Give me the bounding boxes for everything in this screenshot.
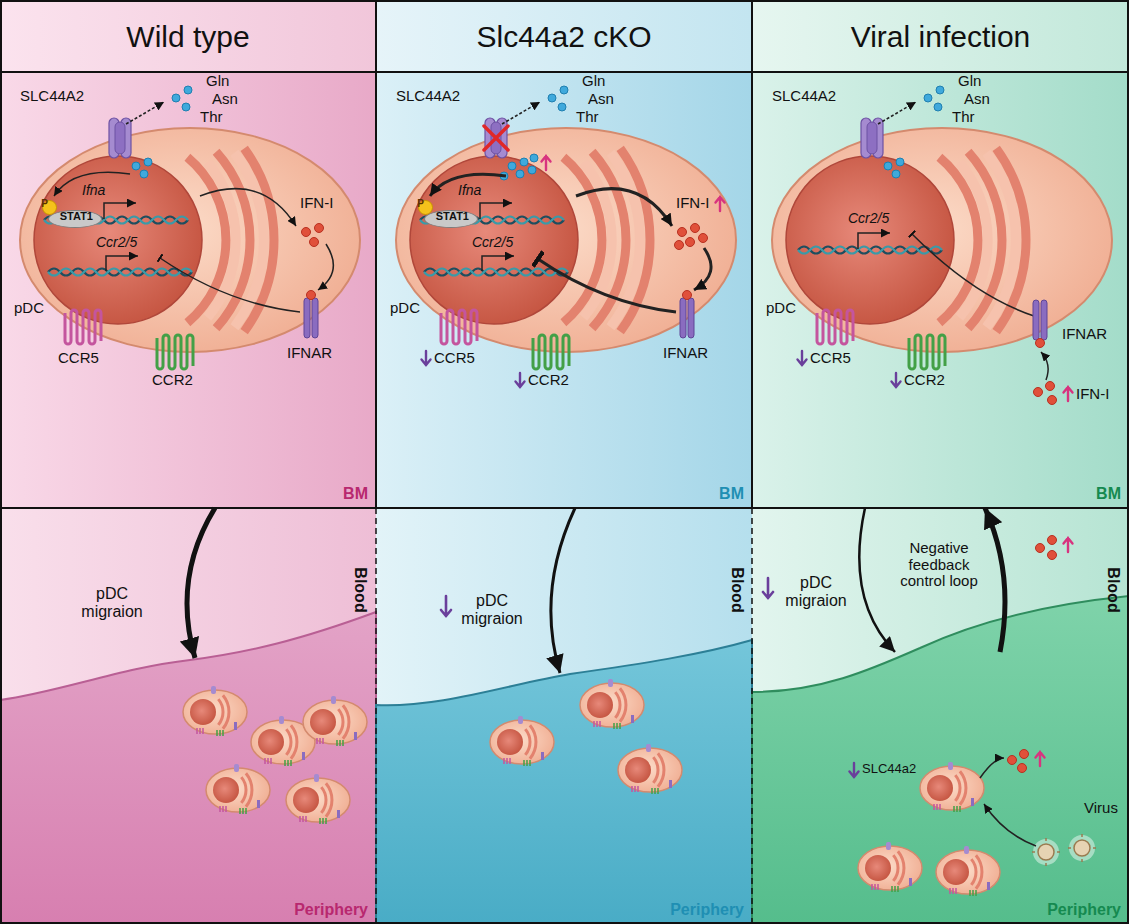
molecule-label: Ccr2/5 [848, 211, 889, 226]
molecule-label: CCR2 [904, 372, 945, 389]
periphery-tissue: Periphery [752, 652, 1129, 924]
panel-header: Slc44a2 cKO [376, 0, 752, 72]
phospho-circle: P [42, 200, 57, 215]
molecule-label: Gln [206, 73, 229, 90]
molecule-label: SLC44a2 [862, 762, 916, 776]
molecule-label: CCR5 [810, 350, 851, 367]
migration-arrow [551, 508, 575, 673]
periphery-tissue: Periphery [376, 673, 752, 924]
molecule-label: Ccr2/5 [96, 235, 137, 250]
molecule-label: Ifna [458, 183, 481, 198]
migration-arrow [859, 508, 895, 652]
panel-title: Wild type [126, 20, 249, 53]
region-label: BM [1096, 485, 1121, 503]
molecule-label: SLC44A2 [20, 88, 84, 105]
molecule-label: Asn [588, 91, 614, 108]
edge-label: Negative feedback control loop [885, 540, 993, 590]
bone-marrow-panel: BM STAT1 P [376, 72, 752, 508]
molecule-label: IFN-I [676, 195, 709, 212]
molecule-label: Gln [958, 73, 981, 90]
phospho-label: P [41, 199, 48, 209]
molecule-label: pDC [14, 300, 44, 317]
edge-label: pDC migraion [776, 574, 856, 609]
phospho-circle: P [418, 200, 433, 215]
protein-label: STAT1 [436, 211, 469, 222]
molecule-label: IFNAR [287, 345, 332, 362]
panel-title: Slc44a2 cKO [476, 20, 651, 53]
molecule-label: Gln [582, 73, 605, 90]
compartment-label: Blood [728, 567, 746, 612]
molecule-label: Ifna [82, 183, 105, 198]
molecule-label: Asn [964, 91, 990, 108]
periphery-tissue: Periphery [0, 658, 376, 924]
region-label: BM [343, 485, 368, 503]
stat1-oval: STAT1 [424, 210, 478, 228]
molecule-label: CCR2 [152, 372, 193, 389]
molecule-label: Asn [212, 91, 238, 108]
molecule-label: CCR5 [434, 350, 475, 367]
panel-header: Wild type [0, 0, 376, 72]
molecule-label: CCR5 [58, 350, 99, 367]
molecule-label: CCR2 [528, 372, 569, 389]
molecule-label: pDC [390, 300, 420, 317]
panel-title: Viral infection [851, 20, 1031, 53]
region-label: Periphery [1047, 901, 1121, 919]
stat1-oval: STAT1 [48, 210, 102, 228]
phospho-label: P [417, 199, 424, 209]
region-label: Periphery [670, 901, 744, 919]
molecule-label: Virus [1084, 800, 1118, 817]
protein-label: STAT1 [60, 211, 93, 222]
compartment-label: Blood [351, 567, 369, 612]
edge-label: pDC migraion [452, 592, 532, 627]
bone-marrow-panel: BM [752, 72, 1129, 508]
molecule-label: IFNAR [663, 345, 708, 362]
molecule-label: Thr [952, 109, 975, 126]
molecule-label: IFN-I [1076, 386, 1109, 403]
panel-header: Viral infection [752, 0, 1129, 72]
molecule-label: SLC44A2 [396, 88, 460, 105]
molecule-label: pDC [766, 300, 796, 317]
region-label: Periphery [294, 901, 368, 919]
feedback-arrow [985, 508, 1005, 652]
region-label: BM [719, 485, 744, 503]
molecule-label: IFN-I [300, 195, 333, 212]
migration-arrow [187, 508, 215, 658]
compartment-label: Blood [1104, 567, 1122, 612]
molecule-label: Thr [576, 109, 599, 126]
molecule-label: SLC44A2 [772, 88, 836, 105]
molecule-label: Ccr2/5 [472, 235, 513, 250]
edge-label: pDC migraion [72, 585, 152, 620]
bone-marrow-panel: BM STAT1 P [0, 72, 376, 508]
molecule-label: Thr [200, 109, 223, 126]
molecule-label: IFNAR [1062, 326, 1107, 343]
